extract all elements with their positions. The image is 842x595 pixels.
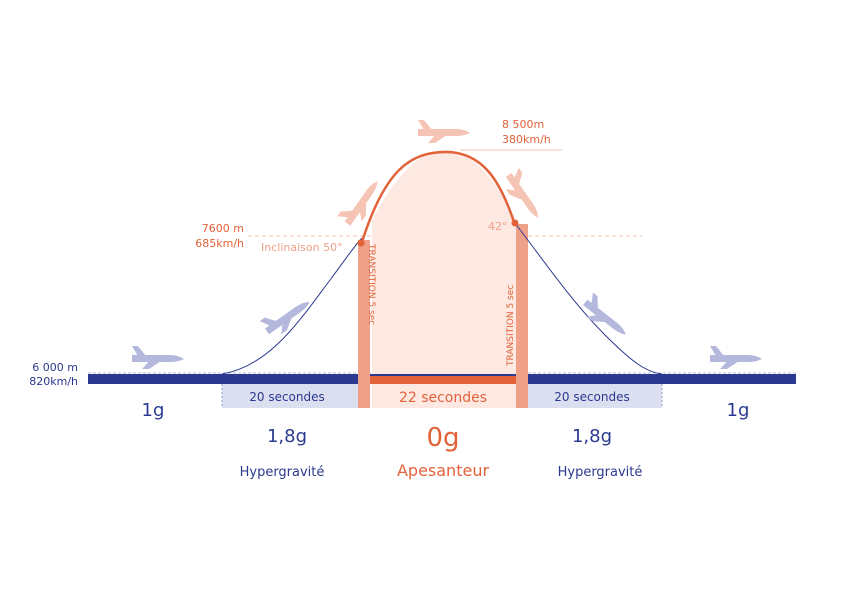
apex-speed: 380km/h — [502, 133, 551, 146]
left-ascent-path — [221, 237, 363, 375]
left-duration: 20 secondes — [249, 390, 325, 404]
weightlessness-fill-bottom — [372, 380, 516, 408]
left-phase: Hypergravité — [240, 465, 325, 480]
airplane-icon — [710, 346, 762, 369]
right-cruise-g: 1g — [727, 400, 750, 421]
center-duration: 22 secondes — [399, 390, 487, 406]
pull-out-point — [511, 219, 519, 227]
right-hyper-g: 1,8g — [572, 426, 612, 447]
weightlessness-fill — [372, 150, 516, 380]
pull-out-angle: 42° — [488, 220, 508, 233]
zero-phase: Apesanteur — [397, 461, 489, 480]
pull-up-altitude: 7600 m — [202, 222, 244, 235]
left-hyper-g: 1,8g — [267, 426, 307, 447]
pull-up-speed: 685km/h — [195, 237, 244, 250]
zero-g: 0g — [426, 423, 459, 453]
right-duration: 20 secondes — [554, 390, 630, 404]
parabola-arc — [360, 150, 516, 243]
airplane-icon — [132, 346, 184, 369]
left-cruise-g: 1g — [142, 400, 165, 421]
airplane-icon — [578, 292, 634, 343]
pull-up-angle: Inclinaison 50° — [261, 241, 343, 254]
apex-altitude: 8 500m — [502, 118, 544, 131]
left-transition-pillar — [358, 240, 370, 408]
left-transition-label: TRANSITION 5 sec — [366, 243, 376, 325]
airplane-icon — [259, 291, 316, 340]
zero-g-segment — [368, 376, 520, 384]
left-hypergravity-box — [222, 384, 360, 408]
right-descent-path — [513, 221, 663, 375]
right-hypergravity-box — [528, 384, 662, 408]
start-speed: 820km/h — [29, 375, 78, 388]
pull-up-point — [357, 239, 365, 247]
right-phase: Hypergravité — [558, 465, 643, 480]
airplane-icon — [418, 120, 470, 143]
right-transition-pillar — [516, 224, 528, 408]
right-transition-label: TRANSITION 5 sec — [506, 285, 516, 367]
start-altitude: 6 000 m — [32, 361, 78, 374]
